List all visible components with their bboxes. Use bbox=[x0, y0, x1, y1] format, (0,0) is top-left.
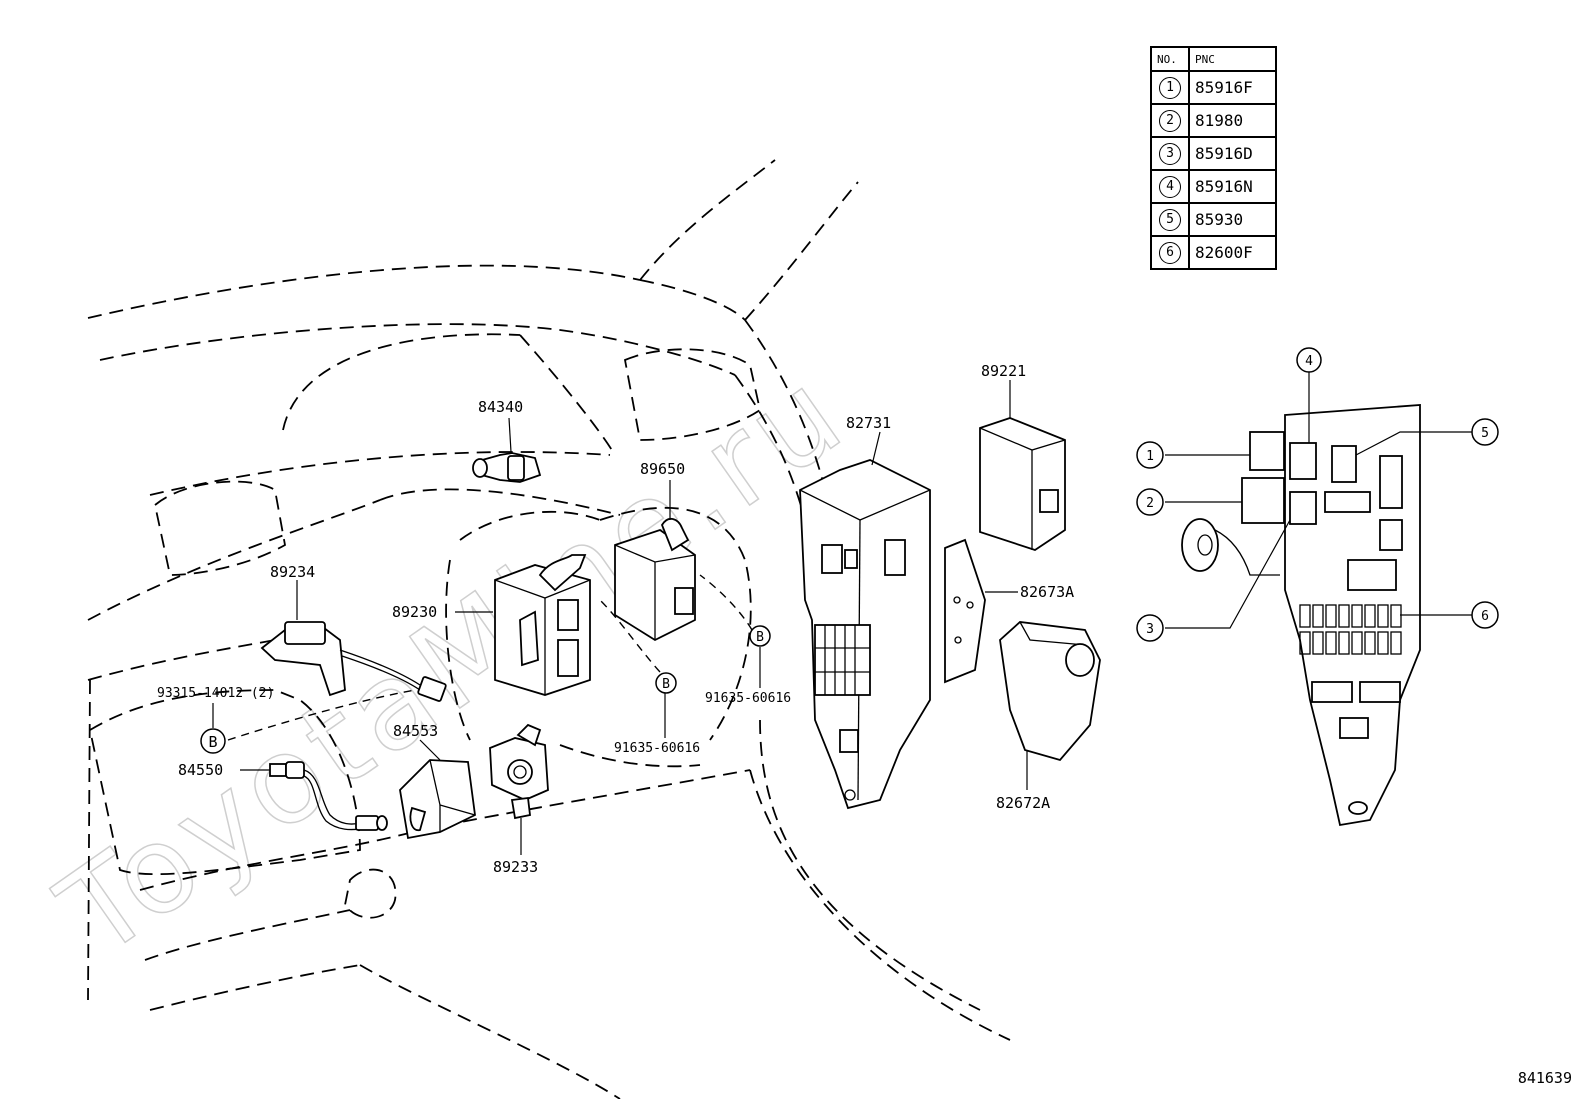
header-no: NO. bbox=[1150, 46, 1190, 72]
label-84550: 84550 bbox=[178, 761, 223, 779]
b-marker-right: B bbox=[749, 625, 771, 647]
pnc-value: 85916D bbox=[1188, 136, 1277, 171]
row-number: 2 bbox=[1159, 110, 1181, 132]
table-row: 3 85916D bbox=[1150, 136, 1277, 171]
part-89233-sensor bbox=[489, 723, 549, 855]
label-89230: 89230 bbox=[392, 603, 437, 621]
leader-b-mid bbox=[599, 599, 661, 673]
row-number: 5 bbox=[1159, 209, 1181, 231]
table-row: 4 85916N bbox=[1150, 169, 1277, 204]
pnc-value: 85916F bbox=[1188, 70, 1277, 105]
pnc-value: 81980 bbox=[1188, 103, 1277, 138]
leader-b-right bbox=[699, 574, 753, 631]
part-89234-sensor bbox=[260, 580, 447, 702]
part-89230-control-unit bbox=[455, 554, 591, 696]
diagram-code: 841639 bbox=[1517, 1069, 1572, 1087]
svg-text:1: 1 bbox=[1146, 449, 1154, 464]
svg-text:B: B bbox=[208, 733, 217, 751]
svg-text:6: 6 bbox=[1481, 609, 1489, 624]
part-84340-bulb-socket bbox=[472, 417, 542, 483]
part-84553-bracket bbox=[399, 739, 476, 840]
callout-5: 5 bbox=[1471, 418, 1499, 446]
svg-text:B: B bbox=[662, 677, 670, 692]
svg-text:5: 5 bbox=[1481, 426, 1489, 441]
part-82731-junction-block bbox=[799, 431, 931, 810]
pnc-table-header: NO. PNC bbox=[1150, 46, 1277, 72]
callout-2: 2 bbox=[1136, 488, 1164, 516]
svg-text:4: 4 bbox=[1305, 354, 1313, 369]
row-number: 3 bbox=[1159, 143, 1181, 165]
callout-4: 4 bbox=[1296, 347, 1322, 373]
pnc-value: 85916N bbox=[1188, 169, 1277, 204]
row-number: 6 bbox=[1159, 242, 1181, 264]
table-row: 6 82600F bbox=[1150, 235, 1277, 270]
label-91635-mid: 91635-60616 bbox=[614, 741, 700, 756]
svg-text:2: 2 bbox=[1146, 496, 1154, 511]
leader-b-left bbox=[227, 689, 416, 741]
label-84340: 84340 bbox=[478, 398, 523, 416]
svg-text:3: 3 bbox=[1146, 622, 1154, 637]
label-89221: 89221 bbox=[981, 362, 1026, 380]
pnc-value: 82600F bbox=[1188, 235, 1277, 270]
fuse-box-detail bbox=[1165, 372, 1485, 827]
header-pnc: PNC bbox=[1188, 46, 1277, 72]
callout-6: 6 bbox=[1471, 601, 1499, 629]
label-89650: 89650 bbox=[640, 460, 685, 478]
table-row: 1 85916F bbox=[1150, 70, 1277, 105]
svg-text:B: B bbox=[756, 630, 764, 645]
part-82673A-plate bbox=[944, 538, 1018, 684]
b-marker-left: B bbox=[200, 728, 226, 754]
part-89221-ecu bbox=[979, 380, 1066, 551]
row-number: 1 bbox=[1159, 77, 1181, 99]
callout-1: 1 bbox=[1136, 441, 1164, 469]
callout-3: 3 bbox=[1136, 614, 1164, 642]
b-marker-mid: B bbox=[655, 672, 677, 694]
label-82672A: 82672A bbox=[996, 794, 1050, 812]
part-89650-module bbox=[614, 480, 696, 642]
pnc-table: NO. PNC 1 85916F 2 81980 3 85916D 4 8591… bbox=[1150, 46, 1277, 270]
table-row: 5 85930 bbox=[1150, 202, 1277, 237]
table-row: 2 81980 bbox=[1150, 103, 1277, 138]
label-89233: 89233 bbox=[493, 858, 538, 876]
label-91635-right: 91635-60616 bbox=[705, 691, 791, 706]
pnc-value: 85930 bbox=[1188, 202, 1277, 237]
label-82673A: 82673A bbox=[1020, 583, 1074, 601]
part-82672A-cover bbox=[999, 621, 1101, 790]
row-number: 4 bbox=[1159, 176, 1181, 198]
dashboard-outline bbox=[87, 159, 1011, 1099]
label-93315: 93315-14012 (2) bbox=[157, 686, 274, 701]
label-84553: 84553 bbox=[393, 722, 438, 740]
part-84550-switch bbox=[240, 761, 388, 831]
label-82731: 82731 bbox=[846, 414, 891, 432]
label-89234: 89234 bbox=[270, 563, 315, 581]
